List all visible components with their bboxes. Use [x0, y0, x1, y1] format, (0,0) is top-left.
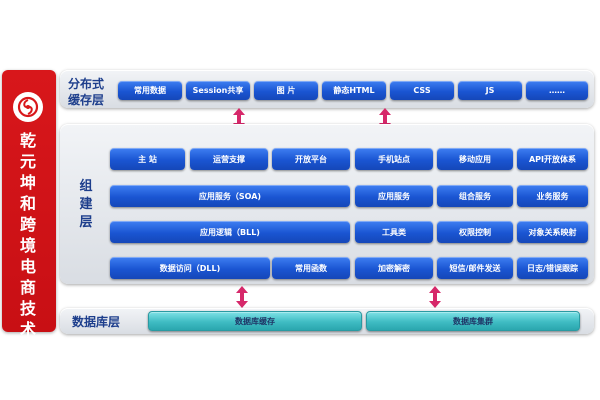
build-item-operations[interactable]: 运营支撑	[190, 148, 268, 170]
cache-item-static-html[interactable]: 静态HTML	[322, 81, 386, 100]
build-item-tools[interactable]: 工具类	[355, 221, 433, 243]
cache-layer-title-line1: 分布式	[68, 77, 105, 91]
cache-item-common-data[interactable]: 常用数据	[118, 81, 182, 100]
build-item-business-service[interactable]: 业务服务	[517, 185, 588, 207]
build-item-open-platform[interactable]: 开放平台	[272, 148, 350, 170]
build-item-main-site[interactable]: 主 站	[110, 148, 185, 170]
cache-item-js[interactable]: JS	[458, 81, 522, 100]
build-item-app-service[interactable]: 应用服务	[355, 185, 433, 207]
build-item-orm[interactable]: 对象关系映射	[517, 221, 588, 243]
build-item-composite-service[interactable]: 组合服务	[437, 185, 513, 207]
build-layer-title-text: 组建层	[79, 179, 93, 230]
db-layer-title: 数据库层	[72, 315, 121, 329]
build-item-sms-email[interactable]: 短信/邮件发送	[437, 257, 513, 279]
build-item-common-functions[interactable]: 常用函数	[272, 257, 350, 279]
build-item-bll[interactable]: 应用逻辑（BLL)	[110, 221, 350, 243]
double-arrow-icon	[429, 286, 441, 308]
build-item-mobile-app[interactable]: 移动应用	[437, 148, 513, 170]
cache-layer-title-line2: 缓存层	[68, 93, 105, 107]
swirl-logo-icon	[13, 92, 43, 122]
build-item-permissions[interactable]: 权限控制	[437, 221, 513, 243]
cache-item-session[interactable]: Session共享	[186, 81, 250, 100]
db-item-cache[interactable]: 数据库缓存	[148, 311, 362, 331]
build-item-encryption[interactable]: 加密解密	[355, 257, 433, 279]
build-item-mobile-site[interactable]: 手机站点	[355, 148, 433, 170]
double-arrow-icon	[236, 286, 248, 308]
cache-item-more[interactable]: ……	[526, 81, 588, 100]
build-layer-title: 组建层	[78, 178, 94, 232]
cache-item-images[interactable]: 图 片	[254, 81, 318, 100]
db-item-cluster[interactable]: 数据库集群	[366, 311, 580, 331]
build-item-logging[interactable]: 日志/错误跟踪	[517, 257, 588, 279]
brand-title: 乾元坤和跨境电商技术架构	[19, 131, 36, 381]
cache-item-css[interactable]: CSS	[390, 81, 454, 100]
build-item-soa[interactable]: 应用服务（SOA)	[110, 185, 350, 207]
build-item-api[interactable]: API开放体系	[517, 148, 588, 170]
build-item-dll[interactable]: 数据访问（DLL)	[110, 257, 270, 279]
